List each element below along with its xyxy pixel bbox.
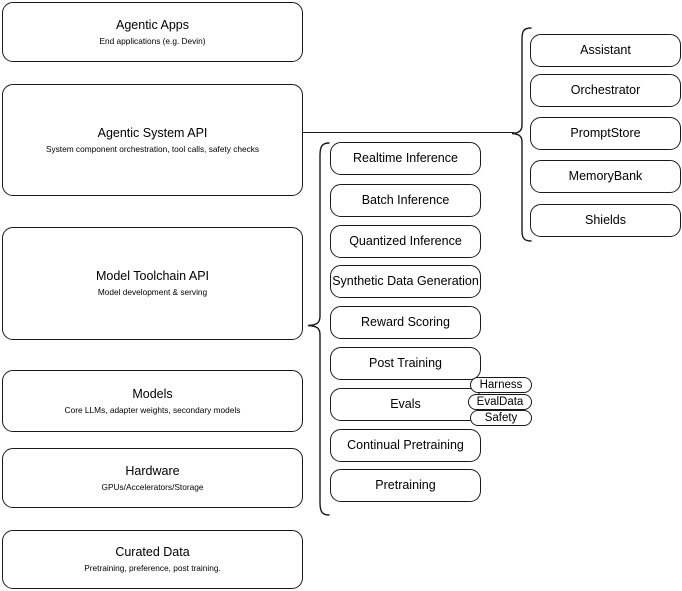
evals-tag-harness[interactable]: Harness	[470, 377, 532, 393]
system-component-orchestrator[interactable]: Orchestrator	[530, 74, 681, 107]
layer-subtitle: GPUs/Accelerators/Storage	[101, 481, 204, 492]
evals-tag-safety[interactable]: Safety	[470, 410, 532, 426]
toolchain-item-reward-scoring[interactable]: Reward Scoring	[330, 306, 481, 339]
toolchain-item-label: Post Training	[369, 356, 442, 370]
toolchain-item-label: Quantized Inference	[349, 234, 462, 248]
layer-subtitle: Core LLMs, adapter weights, secondary mo…	[64, 404, 241, 415]
layer-title: Hardware	[125, 463, 180, 478]
system-component-label: PromptStore	[570, 126, 641, 140]
stack-layer-models[interactable]: Models Core LLMs, adapter weights, secon…	[2, 370, 303, 432]
evals-tag-label: EvalData	[476, 396, 524, 408]
system-component-label: Shields	[585, 213, 626, 227]
connector-system-api-to-components	[303, 132, 514, 134]
toolchain-item-synthetic-data-generation[interactable]: Synthetic Data Generation	[330, 265, 481, 298]
system-component-promptstore[interactable]: PromptStore	[530, 117, 681, 150]
layer-subtitle: End applications (e.g. Devin)	[99, 35, 206, 46]
layer-title: Curated Data	[115, 545, 190, 559]
stack-layer-agentic-system-api[interactable]: Agentic System API System component orch…	[2, 84, 303, 196]
toolchain-item-label: Batch Inference	[361, 193, 450, 207]
evals-tag-label: Harness	[479, 379, 523, 391]
layer-subtitle: System component orchestration, tool cal…	[45, 143, 260, 154]
system-component-label: MemoryBank	[568, 169, 643, 183]
toolchain-item-label: Synthetic Data Generation	[332, 274, 479, 288]
stack-layer-agentic-apps[interactable]: Agentic Apps End applications (e.g. Devi…	[2, 2, 303, 62]
toolchain-item-continual-pretraining[interactable]: Continual Pretraining	[330, 429, 481, 462]
evals-tag-evaldata[interactable]: EvalData	[468, 394, 532, 410]
toolchain-brace	[307, 142, 330, 516]
toolchain-item-label: Reward Scoring	[361, 315, 450, 329]
toolchain-item-pretraining[interactable]: Pretraining	[330, 469, 481, 502]
layer-title: Agentic System API	[97, 125, 208, 140]
system-component-label: Orchestrator	[570, 83, 641, 97]
layer-subtitle: Pretraining, preference, post training.	[84, 563, 221, 573]
stack-layer-curated-data[interactable]: Curated Data Pretraining, preference, po…	[2, 530, 303, 589]
stack-layer-hardware[interactable]: Hardware GPUs/Accelerators/Storage	[2, 448, 303, 508]
toolchain-item-evals[interactable]: Evals	[330, 388, 481, 421]
toolchain-item-label: Evals	[390, 397, 421, 411]
stack-layer-model-toolchain-api[interactable]: Model Toolchain API Model development & …	[2, 227, 303, 340]
layer-title: Agentic Apps	[116, 17, 189, 32]
toolchain-item-label: Pretraining	[375, 478, 436, 492]
system-component-assistant[interactable]: Assistant	[530, 34, 681, 67]
system-component-shields[interactable]: Shields	[530, 204, 681, 237]
toolchain-item-label: Realtime Inference	[353, 151, 458, 165]
system-component-label: Assistant	[580, 43, 631, 57]
layer-title: Models	[132, 386, 173, 401]
toolchain-item-batch-inference[interactable]: Batch Inference	[330, 184, 481, 217]
toolchain-item-quantized-inference[interactable]: Quantized Inference	[330, 225, 481, 258]
toolchain-item-post-training[interactable]: Post Training	[330, 347, 481, 380]
toolchain-item-label: Continual Pretraining	[347, 438, 464, 452]
toolchain-item-realtime-inference[interactable]: Realtime Inference	[330, 142, 481, 175]
layer-subtitle: Model development & serving	[97, 287, 208, 297]
system-component-memorybank[interactable]: MemoryBank	[530, 160, 681, 193]
layer-title: Model Toolchain API	[95, 269, 210, 283]
evals-tag-label: Safety	[484, 412, 518, 424]
